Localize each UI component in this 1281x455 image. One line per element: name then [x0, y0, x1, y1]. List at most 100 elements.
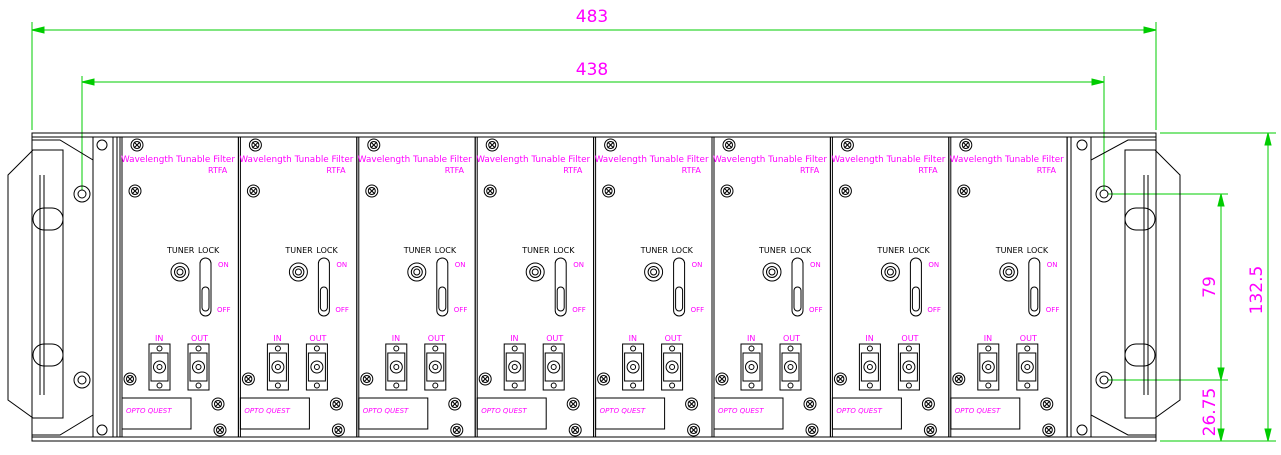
screw-icon [128, 184, 142, 198]
screw-icon [246, 184, 260, 198]
dim-panel-width: 438 [576, 60, 608, 80]
brand-label: OPTO QUEST [718, 407, 764, 415]
lock-label: LOCK [553, 246, 575, 255]
in-port-label: IN [273, 334, 281, 343]
module-model: RTFA [326, 166, 346, 175]
screw-icon [483, 184, 497, 198]
module-title: Wavelength Tunable Filter [595, 155, 709, 165]
module-model: RTFA [682, 166, 702, 175]
lock-off-label: OFF [809, 306, 823, 314]
screw-icon [123, 372, 137, 386]
screw-icon [213, 423, 227, 437]
brand-label: OPTO QUEST [600, 407, 646, 415]
in-port-label: IN [392, 334, 400, 343]
mounting-holes [73, 139, 1113, 436]
module-title: Wavelength Tunable Filter [358, 155, 472, 165]
brand-plate [476, 397, 547, 430]
screw-icon [365, 184, 379, 198]
lock-off-label: OFF [217, 306, 231, 314]
screw-icon [803, 397, 817, 411]
brand-label: OPTO QUEST [244, 407, 290, 415]
module-model: RTFA [1037, 166, 1057, 175]
lock-off-label: OFF [454, 306, 468, 314]
brand-plate [831, 397, 902, 430]
module-model: RTFA [208, 166, 228, 175]
in-connector-icon [503, 343, 526, 391]
screw-icon [957, 184, 971, 198]
lock-label: LOCK [908, 246, 930, 255]
screw-icon [1040, 397, 1054, 411]
lock-label: LOCK [198, 246, 220, 255]
lock-switch-icon [791, 257, 804, 317]
module-panel [948, 136, 1068, 438]
out-connector-icon [305, 343, 328, 391]
in-port-label: IN [747, 334, 755, 343]
brand-label: OPTO QUEST [363, 407, 409, 415]
in-port-label: IN [865, 334, 873, 343]
screw-icon [722, 138, 736, 152]
lock-label: LOCK [672, 246, 694, 255]
screw-icon [248, 138, 262, 152]
module-panel [356, 136, 476, 438]
dim-height-total: 132.5 [1247, 266, 1267, 315]
lock-on-label: ON [928, 261, 939, 269]
lock-on-label: ON [1047, 261, 1058, 269]
right-rack-ear [1090, 139, 1181, 436]
brand-plate [595, 397, 666, 430]
screw-icon [840, 138, 854, 152]
in-port-label: IN [984, 334, 992, 343]
module-title: Wavelength Tunable Filter [950, 155, 1064, 165]
lock-on-label: ON [455, 261, 466, 269]
dim-hole-offset: 26.75 [1200, 388, 1220, 437]
brand-plate [713, 397, 784, 430]
module-model: RTFA [445, 166, 465, 175]
lock-off-label: OFF [572, 306, 586, 314]
out-port-label: OUT [665, 334, 682, 343]
lock-switch-icon [554, 257, 567, 317]
lock-on-label: ON [810, 261, 821, 269]
lock-label: LOCK [790, 246, 812, 255]
screw-icon [602, 184, 616, 198]
out-port-label: OUT [1020, 334, 1037, 343]
module-model: RTFA [800, 166, 820, 175]
screw-icon [329, 397, 343, 411]
out-connector-icon [897, 343, 920, 391]
module-model: RTFA [918, 166, 938, 175]
in-connector-icon [266, 343, 289, 391]
lock-off-label: OFF [335, 306, 349, 314]
module-title: Wavelength Tunable Filter [239, 155, 353, 165]
tuner-knob-icon [762, 262, 782, 282]
screw-icon [450, 423, 464, 437]
lock-switch-icon [1028, 257, 1041, 317]
in-connector-icon [858, 343, 881, 391]
brand-plate [358, 397, 429, 430]
in-port-label: IN [629, 334, 637, 343]
lock-on-label: ON [218, 261, 229, 269]
out-port-label: OUT [783, 334, 800, 343]
tuner-knob-icon [170, 262, 190, 282]
brand-plate [121, 397, 192, 430]
screw-icon [1042, 423, 1056, 437]
screw-icon [833, 372, 847, 386]
screw-icon [367, 138, 381, 152]
screw-icon [604, 138, 618, 152]
tuner-label: TUNER [403, 246, 432, 255]
brand-plate [239, 397, 310, 430]
out-port-label: OUT [191, 334, 208, 343]
out-port-label: OUT [546, 334, 563, 343]
screw-icon [838, 184, 852, 198]
brand-plate [950, 397, 1021, 430]
tuner-knob-icon [525, 262, 545, 282]
module-panel [593, 136, 713, 438]
screw-icon [685, 397, 699, 411]
lock-off-label: OFF [691, 306, 705, 314]
out-connector-icon [779, 343, 802, 391]
screw-icon [360, 372, 374, 386]
in-port-label: IN [510, 334, 518, 343]
